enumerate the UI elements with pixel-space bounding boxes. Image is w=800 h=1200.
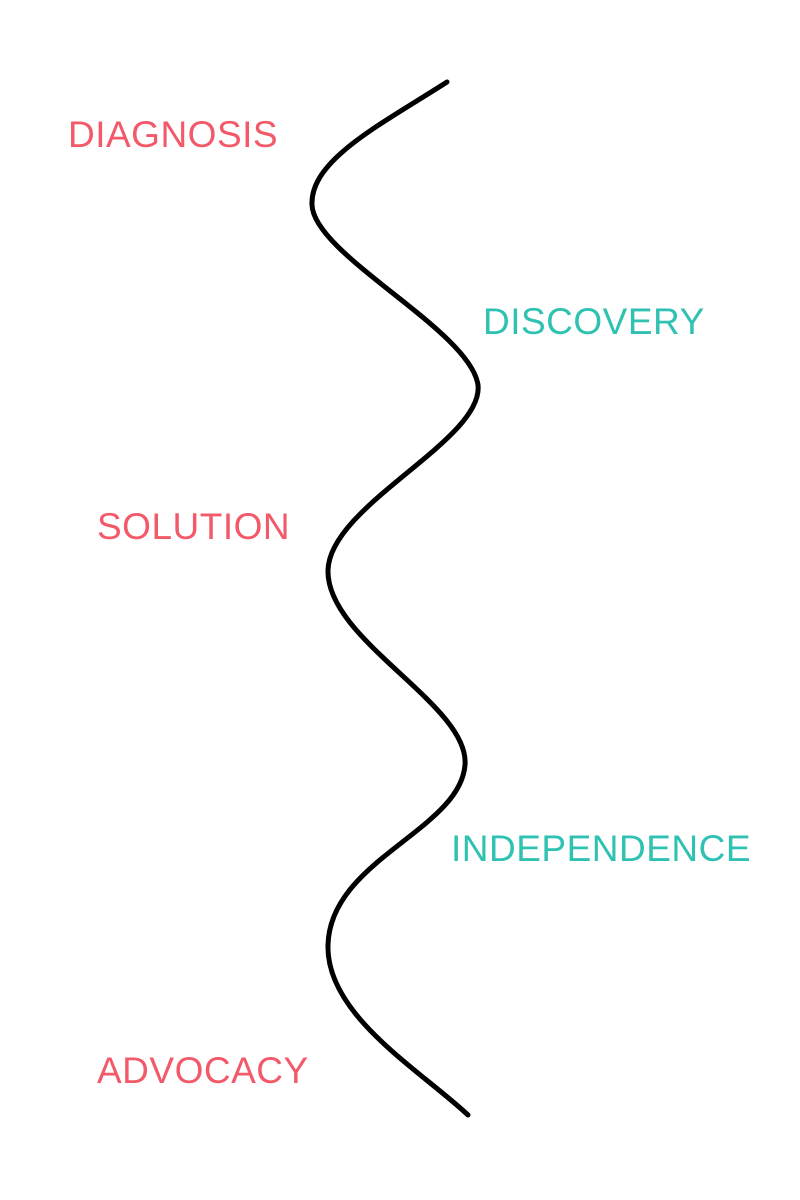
stage-label-discovery: DISCOVERY — [483, 301, 705, 342]
stage-label-solution: SOLUTION — [97, 506, 291, 547]
stage-label-advocacy: ADVOCACY — [97, 1050, 309, 1091]
stage-label-diagnosis: DIAGNOSIS — [68, 114, 279, 155]
journey-wavy-path — [309, 79, 481, 1118]
stage-label-independence: INDEPENDENCE — [451, 828, 751, 869]
